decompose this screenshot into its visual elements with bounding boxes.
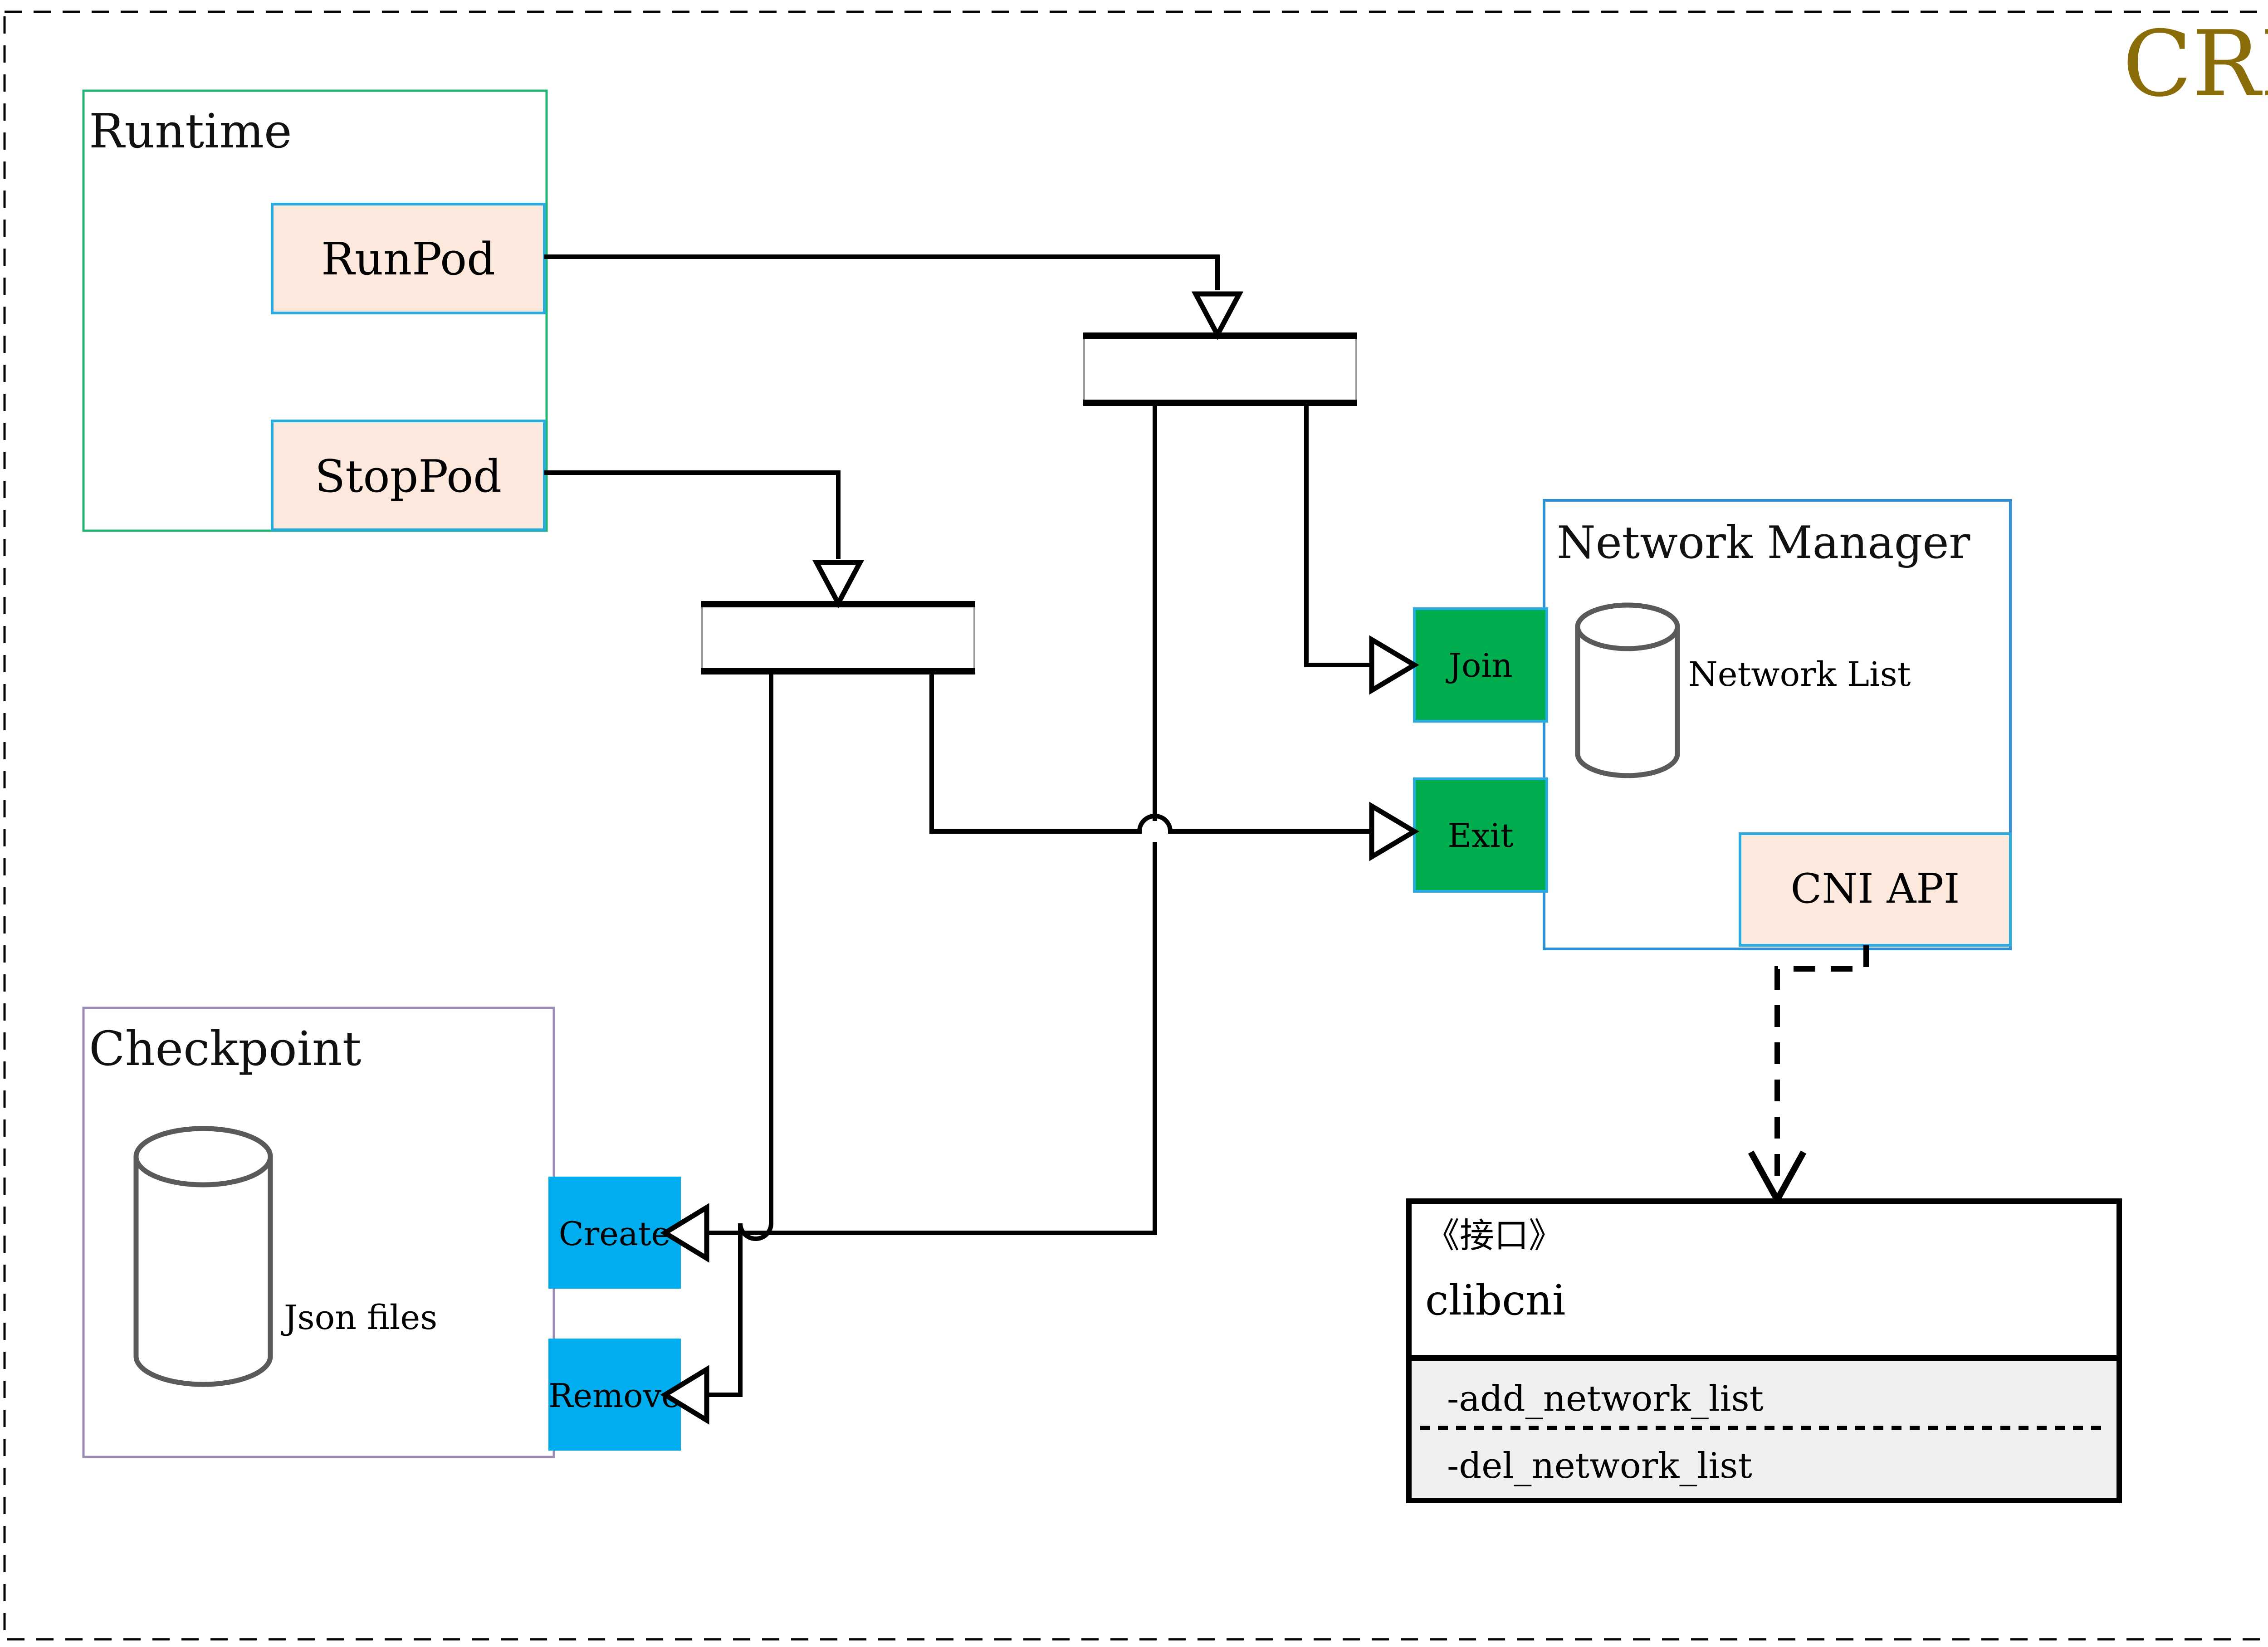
node-join-label: Join bbox=[1445, 646, 1513, 684]
page-title: CRI bbox=[2122, 11, 2268, 117]
arrowhead-into-fork-bottom bbox=[812, 560, 865, 609]
interface-method-del: -del_network_list bbox=[1447, 1446, 1752, 1486]
fork-bar-top bbox=[1083, 332, 1357, 406]
outer-frame bbox=[3, 10, 2268, 1641]
arrowhead-into-fork-top bbox=[1191, 291, 1244, 340]
arrowhead-into-exit bbox=[1369, 802, 1419, 861]
group-network-manager-label: Network Manager bbox=[1557, 517, 1970, 569]
edge-fork-top-to-join bbox=[1304, 404, 1374, 667]
node-exit[interactable] bbox=[1413, 777, 1548, 893]
node-cni-api-label: CNI API bbox=[1791, 865, 1960, 913]
node-create[interactable] bbox=[548, 1177, 681, 1289]
edge-layer bbox=[544, 254, 1374, 1397]
edge-cniapi-to-clibcni bbox=[1774, 945, 1869, 1176]
cylinder-database-icon-network bbox=[1575, 602, 1680, 778]
edge-fork-bottom-to-remove bbox=[704, 672, 773, 1397]
json-files-label: Json files bbox=[281, 1298, 437, 1337]
interface-box-clibcni[interactable] bbox=[1406, 1198, 2122, 1503]
edge-fork-top-to-create bbox=[704, 404, 1157, 1235]
node-remove[interactable] bbox=[548, 1339, 681, 1451]
node-cni-api[interactable] bbox=[1739, 832, 2012, 947]
edge-runpod-to-fork-top bbox=[544, 254, 1220, 290]
cylinder-database-icon-json bbox=[133, 1126, 273, 1387]
arrowhead-into-join bbox=[1369, 635, 1419, 695]
interface-method-add: -add_network_list bbox=[1447, 1378, 1764, 1419]
node-stop-pod[interactable] bbox=[271, 420, 546, 531]
node-create-label: Create bbox=[559, 1215, 671, 1253]
arrowhead-into-create bbox=[660, 1203, 709, 1263]
arrowhead-into-remove bbox=[660, 1365, 709, 1425]
interface-stereotype: 《接口》 bbox=[1425, 1215, 1563, 1256]
group-runtime-label: Runtime bbox=[89, 103, 292, 159]
node-run-pod[interactable] bbox=[271, 203, 546, 314]
network-list-label: Network List bbox=[1688, 655, 1911, 694]
fork-bar-bottom bbox=[701, 601, 975, 674]
node-run-pod-label: RunPod bbox=[321, 234, 495, 285]
node-exit-label: Exit bbox=[1447, 816, 1513, 855]
edge-fork-bottom-to-exit bbox=[929, 672, 1374, 834]
node-stop-pod-label: StopPod bbox=[315, 451, 502, 503]
node-remove-label: Remove bbox=[548, 1377, 681, 1415]
interface-name: clibcni bbox=[1425, 1276, 1565, 1324]
edge-stoppod-to-fork-bottom bbox=[544, 470, 841, 559]
group-checkpoint-label: Checkpoint bbox=[89, 1021, 362, 1076]
node-join[interactable] bbox=[1413, 607, 1548, 723]
